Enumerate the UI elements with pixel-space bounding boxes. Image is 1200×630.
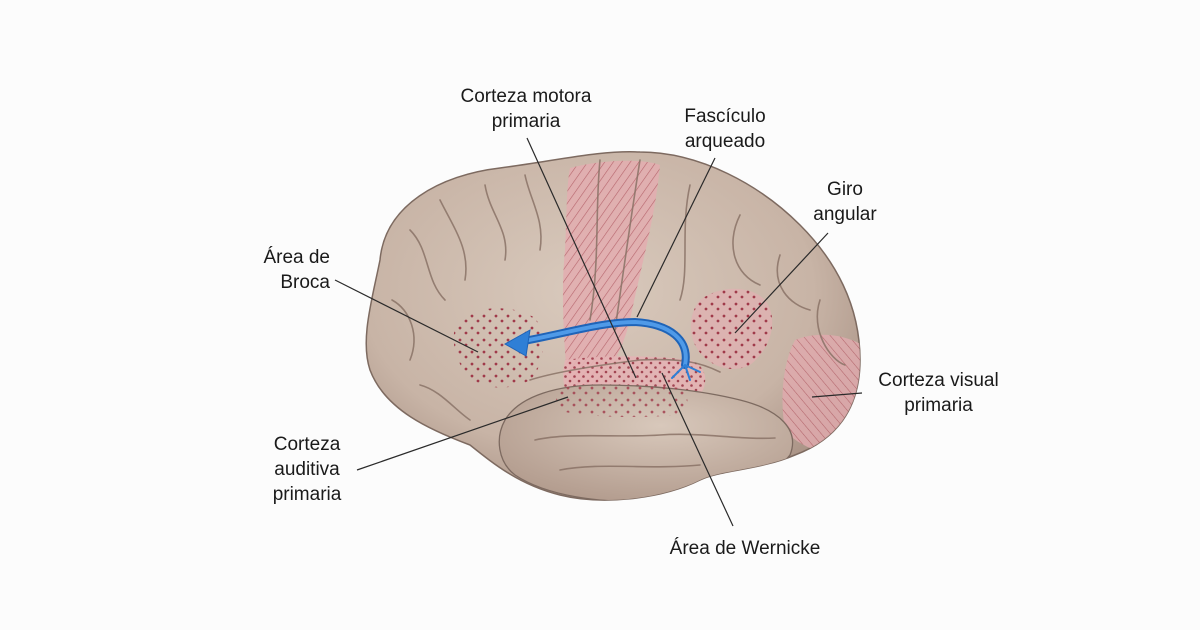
leader-motor: [526, 137, 637, 379]
label-corteza-visual: Corteza visual primaria: [878, 370, 999, 416]
label-corteza-auditiva: Corteza auditiva primaria: [272, 434, 342, 505]
angular-gyrus-dots: [690, 288, 773, 369]
label-area-wernicke: Área de Wernicke: [669, 538, 821, 559]
label-corteza-motora: Corteza motora primaria: [460, 86, 592, 132]
label-giro-angular: Giro angular: [813, 179, 877, 225]
arcuate-fasciculus-path: [514, 317, 701, 381]
leader-broca: [334, 279, 479, 353]
leader-auditiva: [356, 396, 569, 471]
label-area-broca: Área de Broca: [263, 247, 330, 293]
leader-fasciculo: [636, 157, 716, 318]
leader-lines: [334, 137, 863, 527]
leader-giro: [734, 232, 829, 334]
temporal-dots: [555, 384, 688, 417]
label-fasciculo-arqueado: Fascículo arqueado: [684, 106, 766, 152]
arcuate-arrowhead: [503, 329, 531, 357]
broca-region: [453, 308, 544, 388]
leader-wernicke: [661, 372, 734, 527]
motor-cortex-region: [562, 160, 660, 405]
leader-visual: [811, 392, 863, 398]
